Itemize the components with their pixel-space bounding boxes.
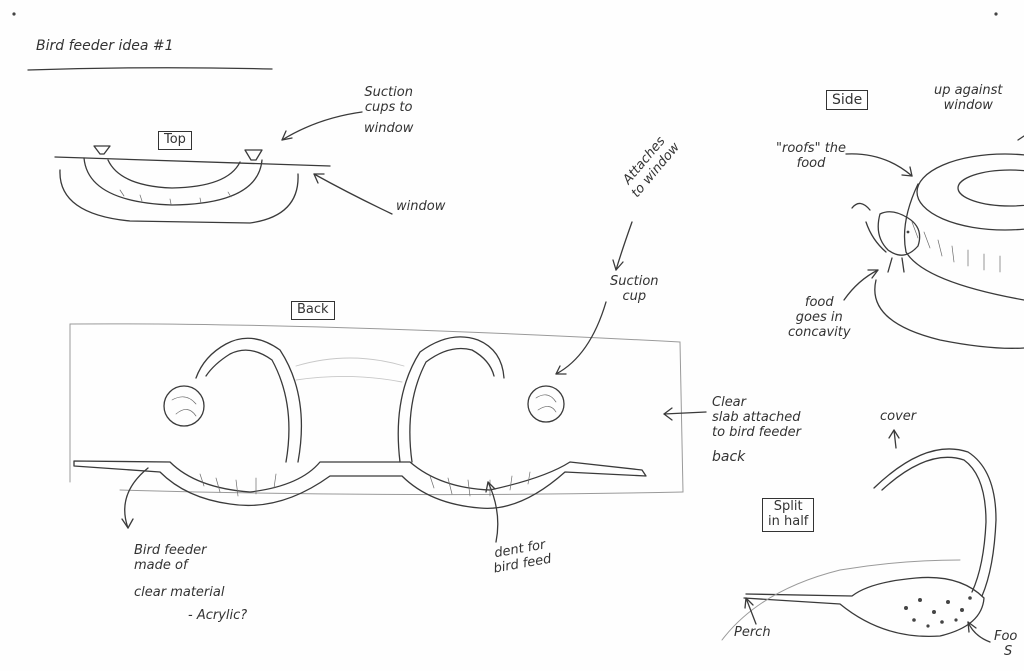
arrow-cover [893,429,897,449]
side-window-edge [1017,135,1024,141]
feeder-shading [119,189,232,205]
sheet-title: Bird feeder idea #1 [36,38,174,54]
arrow-window [313,173,393,215]
up-against-label: up against window [934,83,1003,113]
side-view-sketch [843,135,1024,349]
paper-speck [12,12,16,16]
side-shading [911,221,1001,273]
slab-bottom-edge [119,489,684,496]
hook-left-inner [205,349,290,463]
bird-tail [865,221,887,253]
arrow-dent [487,481,499,543]
arrow-window-head [313,173,325,184]
split-view-sketch [721,429,997,643]
title-underline [27,67,273,71]
split-bowl [743,576,985,638]
paper-speck [994,12,998,16]
side-rim-inner [957,169,1024,207]
arrow-suction-head [281,130,293,141]
split-back-edge [721,559,961,641]
arrow-material-head [121,518,134,529]
suction-cup-right-detail [535,394,557,413]
feeder-rim [83,157,263,206]
bird-body [877,211,921,256]
arrow-food [843,269,879,301]
arrow-roofs [845,153,913,177]
feeder-inner [107,159,241,189]
arrow-perch-head [744,597,754,609]
side-body-left [903,183,1024,301]
top-view-sketch [54,111,393,224]
arrow-cover-head [888,429,900,439]
arrow-food-head [867,269,879,279]
perch-label: Perch [734,625,771,640]
cover-arc-inner [881,456,987,593]
slab-right-edge [679,341,684,493]
arrow-slab [663,411,707,415]
roofs-label: "roofs" the food [776,141,847,171]
food-concavity-label: food goes in concavity [788,295,851,340]
side-view-heading: Side [826,90,869,111]
arrow-slab-head [663,407,673,421]
bird-wing [851,202,871,211]
suction-cup-label: Suction cup [610,274,659,304]
bird-eye [906,230,910,234]
back-view-sketch [69,221,707,543]
arrow-material [124,467,149,529]
material-label: Bird feeder made of clear material - Acr… [134,543,248,623]
arrow-suction-cup-head [555,365,567,375]
suction-cup-back-left [163,385,205,427]
seed-dots [904,596,972,628]
side-rim-outer [916,153,1024,231]
window-label: window [396,199,446,214]
arrow-suction [281,111,363,141]
window-line [54,156,331,167]
suction-cup-back-right [527,385,565,423]
top-view-heading: Top [158,131,192,150]
arrow-roofs-head [901,166,913,177]
slab-top-edge [69,323,681,343]
back-view-heading: Back [291,301,335,320]
clear-slab-label: Clear slab attached to bird feeder back [712,395,801,465]
hook-right-outer [397,336,505,463]
hook-right-inner [409,347,495,463]
suction-cup-left [93,145,111,155]
feeder-body [73,460,647,510]
food-seed-label: Foo S [994,629,1018,659]
arrow-dent-head [485,481,496,493]
bird-legs [887,257,905,273]
hook-left-outer [195,337,303,463]
arrow-perch [745,597,757,625]
suction-cup-left-detail [171,396,197,417]
suction-cup-right [244,149,263,161]
arrow-food-seed [967,621,991,643]
arrow-suction-cup [555,301,607,375]
arrow-attaches [615,221,633,271]
feeder-outer [59,169,299,224]
side-base-outer [874,279,1024,349]
arrow-food-seed-head [967,621,977,633]
cover-arc-outer [873,448,997,597]
arrow-attaches-head [612,259,624,271]
slab-curve [295,357,405,383]
suction-cups-label: Suction cups to window [364,85,414,136]
cover-label: cover [880,409,917,424]
split-view-heading: Split in half [762,498,815,532]
